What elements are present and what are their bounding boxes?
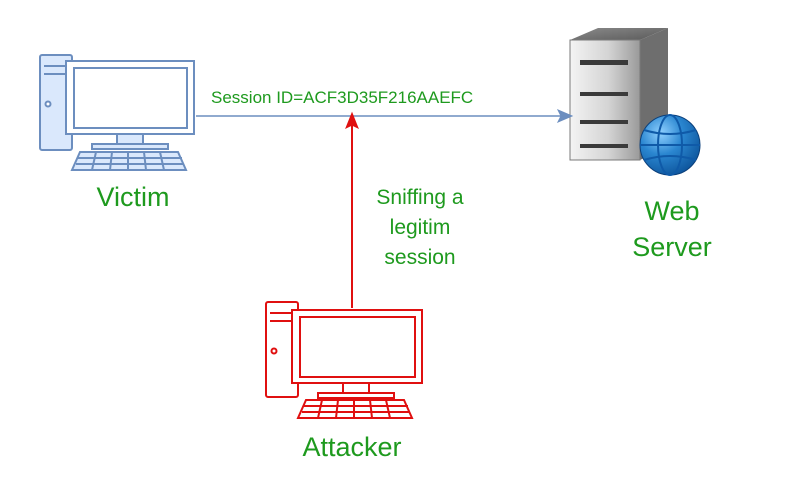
globe-icon: [639, 114, 701, 176]
victim-label: Victim: [96, 182, 169, 212]
attacker-label: Attacker: [302, 432, 401, 462]
arrowhead-up-icon: [345, 111, 359, 130]
session-edge: [196, 109, 574, 123]
web-server-icon: [569, 28, 701, 176]
server-label-line2: Server: [632, 232, 712, 262]
sniff-edge: [345, 111, 359, 308]
session-id-label: Session ID=ACF3D35F216AAEFC: [211, 88, 473, 107]
victim-computer-icon: [39, 54, 195, 171]
attacker-computer-icon: [265, 301, 423, 419]
sniff-label-line2: legitim: [390, 216, 451, 239]
sniff-label-line1: Sniffing a: [376, 186, 463, 209]
arrowhead-right-icon: [556, 109, 574, 123]
sniff-label-line3: session: [384, 246, 455, 269]
server-label-line1: Web: [644, 196, 699, 226]
